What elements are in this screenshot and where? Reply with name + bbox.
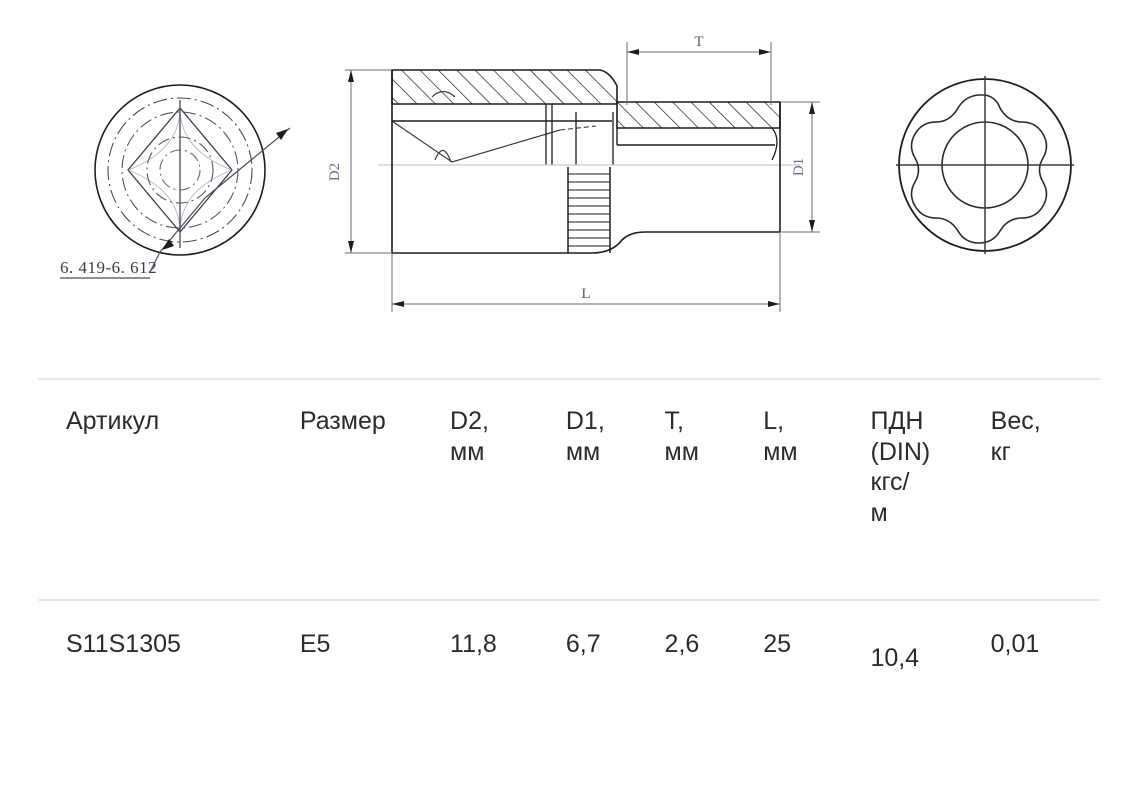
dimension-t: T [626, 34, 772, 105]
col-header-pdn: ПДН (DIN) кгс/ м [843, 379, 963, 600]
leader-arrow-upper [276, 129, 288, 140]
ball-detent-arc-inner [434, 149, 452, 163]
dimension-l: L [391, 232, 781, 312]
dimension-d1: D1 [780, 101, 820, 233]
col-header-pdn-line1: ПДН [870, 407, 924, 435]
col-header-weight-label: Вес, [990, 407, 1041, 435]
d2-arrow-top [348, 70, 354, 82]
l-arrow-left [392, 301, 404, 307]
knurl-band [567, 167, 611, 253]
d1-label: D1 [791, 158, 807, 176]
table-row: S11S1305 E5 11,8 6,7 2,6 25 10,4 0,01 [38, 600, 1100, 723]
cell-d1: 6,7 [565, 630, 601, 658]
cell-t: 2,6 [664, 630, 700, 658]
second-circle [107, 97, 253, 243]
t-arrow-left [627, 49, 639, 55]
col-header-weight-unit: кг [990, 437, 1011, 466]
socket-cross-section: D2 D1 T [327, 34, 820, 312]
col-header-size-label: Размер [299, 407, 386, 435]
leader-line-upper [204, 127, 291, 199]
cell-l: 25 [763, 630, 792, 658]
tolerance-label: 6. 419-6. 612 [60, 258, 157, 277]
d2-arrow-bottom [348, 241, 354, 253]
ball-detent-arc-outer [431, 90, 456, 98]
col-header-weight: Вес, кг [963, 379, 1100, 600]
col-header-l-label: L, [763, 407, 785, 435]
col-header-d1-label: D1, [565, 407, 605, 435]
d1-arrow-bottom [809, 220, 815, 232]
col-header-l-unit: мм [763, 437, 798, 466]
table-body: S11S1305 E5 11,8 6,7 2,6 25 10,4 0,01 [38, 600, 1100, 723]
cell-pdn: 10,4 [870, 644, 920, 672]
cell-size: E5 [299, 630, 331, 658]
col-header-d2-unit: мм [450, 437, 485, 466]
cell-article: S11S1305 [66, 630, 181, 658]
torx-lobe-profile [910, 94, 1048, 244]
technical-drawing: 6. 419-6. 612 [0, 0, 1146, 360]
col-header-pdn-line4: м [870, 498, 888, 527]
drawing-canvas: 6. 419-6. 612 [60, 34, 1074, 312]
col-header-l: L, мм [735, 379, 842, 600]
leader-elbow [149, 251, 161, 273]
cell-d2: 11,8 [450, 630, 497, 658]
l-label: L [581, 286, 590, 302]
specification-table: Артикул Размер D2, мм D1, мм Т, мм [38, 378, 1100, 723]
col-header-article: Артикул [38, 379, 272, 600]
d1-arrow-top [809, 102, 815, 114]
outer-circle [94, 84, 266, 256]
col-header-d2-label: D2, [450, 407, 489, 435]
wall-hatch-small [616, 101, 781, 129]
third-circle [121, 111, 239, 229]
col-header-d2: D2, мм [422, 379, 538, 600]
d2-label: D2 [327, 163, 343, 181]
specification-table-container: Артикул Размер D2, мм D1, мм Т, мм [38, 378, 1100, 723]
col-header-d1: D1, мм [538, 379, 637, 600]
leader-arrow-lower [162, 239, 174, 250]
l-arrow-right [768, 301, 780, 307]
cell-weight: 0,01 [990, 630, 1040, 658]
col-header-t-unit: мм [664, 437, 699, 466]
e-torx-socket-end-view [896, 76, 1074, 254]
square-drive-profile-dashed [559, 125, 597, 131]
col-header-t-label: Т, [664, 407, 684, 435]
dimension-d2: D2 [327, 69, 392, 254]
col-header-pdn-line2: (DIN) [870, 437, 931, 466]
col-header-t: Т, мм [637, 379, 736, 600]
square-drive-end-view: 6. 419-6. 612 [60, 84, 291, 279]
square-drive-profile [391, 120, 561, 163]
bore-end-break [771, 127, 778, 161]
table-header-row: Артикул Размер D2, мм D1, мм Т, мм [38, 379, 1100, 600]
col-header-article-label: Артикул [66, 407, 160, 435]
col-header-pdn-line3: кгс/ [870, 468, 910, 496]
col-header-size: Размер [272, 379, 422, 600]
t-label: T [694, 34, 703, 50]
table-header: Артикул Размер D2, мм D1, мм Т, мм [38, 379, 1100, 600]
t-arrow-right [759, 49, 771, 55]
lower-outline [392, 231, 780, 254]
wall-hatch-large [391, 69, 618, 105]
col-header-d1-unit: мм [565, 437, 601, 466]
